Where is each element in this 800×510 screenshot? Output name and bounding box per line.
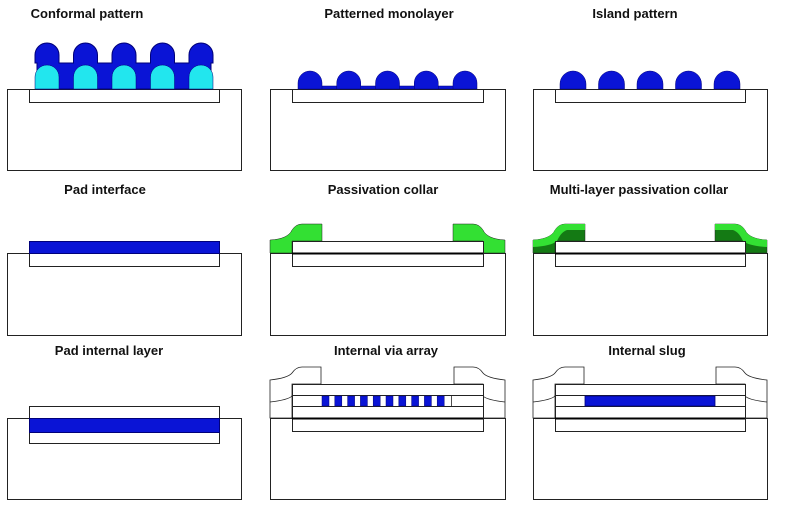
island-bump: [599, 71, 625, 89]
pad-island-pattern: [556, 90, 746, 103]
via: [373, 396, 380, 406]
via: [437, 396, 444, 406]
pad-multi-layer-passivation-collar: [556, 254, 746, 267]
pad-internal-slug: [556, 419, 746, 432]
conformal-inner-bump: [112, 65, 136, 89]
top-layer-passivation-collar: [293, 242, 484, 254]
pad-conformal-pattern: [30, 90, 220, 103]
lower-layer-internal-slug: [556, 407, 746, 419]
conformal-inner-bump: [35, 65, 59, 89]
via: [412, 396, 419, 406]
via: [386, 396, 393, 406]
internal-metal-layer: [30, 419, 220, 433]
via: [322, 396, 329, 406]
pad-internal-via-array: [293, 419, 484, 432]
conformal-inner-bump: [74, 65, 98, 89]
via: [360, 396, 367, 406]
island-bump: [637, 71, 663, 89]
pad-pad-interface: [30, 254, 220, 267]
island-bump: [676, 71, 702, 89]
monolayer-bump: [298, 71, 322, 89]
lower-layer-internal-via-array: [293, 407, 484, 419]
conformal-inner-bump: [189, 65, 213, 89]
pad-passivation-collar: [293, 254, 484, 267]
via: [335, 396, 342, 406]
pad-patterned-monolayer: [293, 90, 484, 103]
via: [399, 396, 406, 406]
via: [424, 396, 431, 406]
top-layer-multi-layer-passivation-collar: [556, 242, 746, 254]
monolayer-bump: [337, 71, 361, 89]
monolayer-bump: [376, 71, 400, 89]
island-bump: [714, 71, 740, 89]
conformal-inner-bump: [151, 65, 175, 89]
internal-slug: [585, 396, 715, 406]
top-layer-internal-via-array: [293, 385, 484, 396]
top-layer-internal-slug: [556, 385, 746, 396]
island-bump: [560, 71, 586, 89]
via: [348, 396, 355, 406]
monolayer-bump: [453, 71, 477, 89]
pad-interface-metal-layer: [30, 242, 220, 254]
monolayer-bump: [414, 71, 438, 89]
